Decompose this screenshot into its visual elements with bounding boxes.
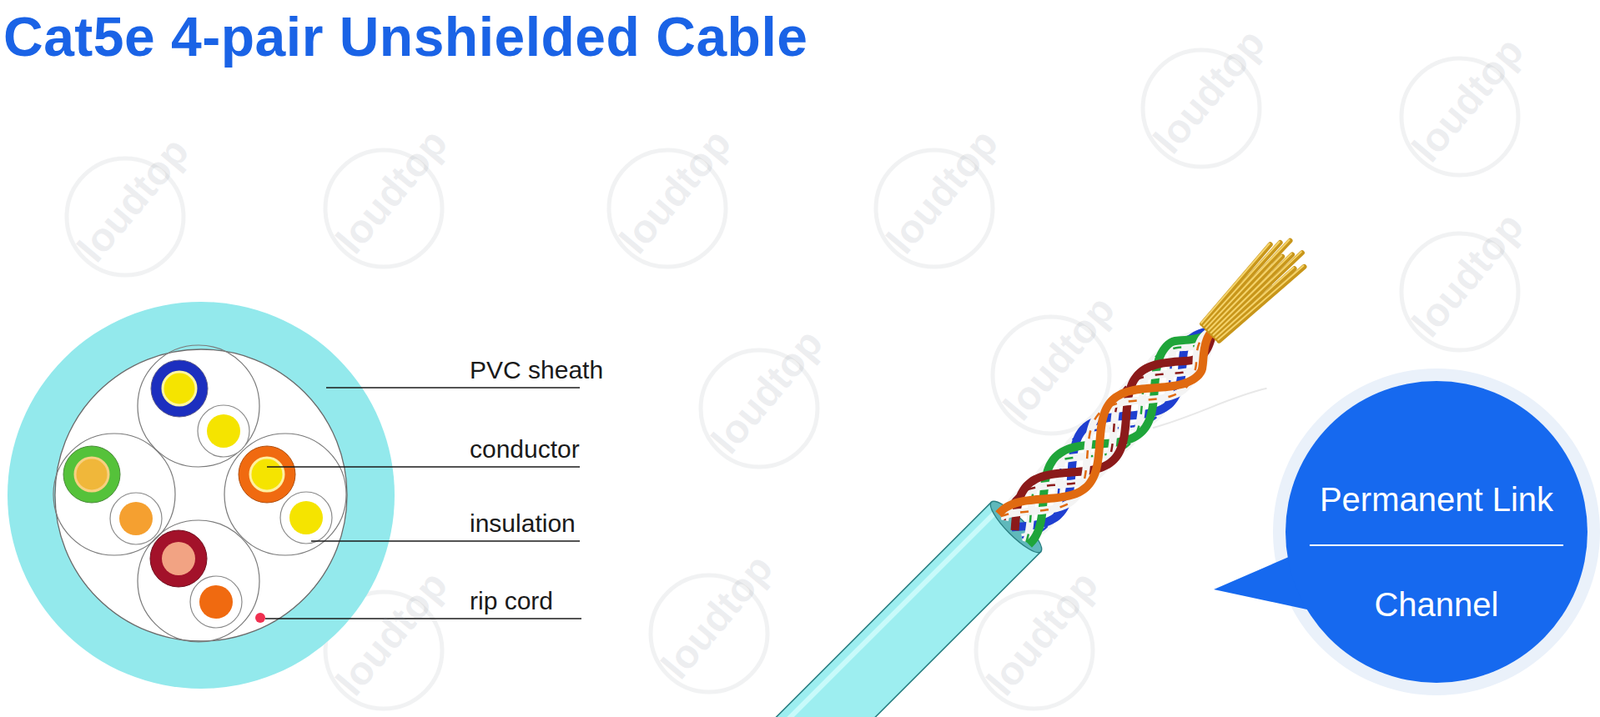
conductor-tips (1195, 231, 1310, 347)
conductor-core (161, 542, 196, 576)
conductor-core (199, 585, 233, 619)
conductor-tip-highlight (1213, 249, 1302, 338)
rip-cord (255, 613, 266, 624)
insulation-white (110, 493, 162, 545)
strand-colour (998, 316, 1228, 545)
strand-stripe (998, 316, 1228, 545)
part-label: insulation (469, 509, 576, 538)
part-label: rip cord (469, 587, 554, 615)
conductor-tip (1218, 261, 1304, 347)
leader-line (311, 540, 580, 543)
conductor-core (162, 372, 197, 406)
title: Cat5e 4-pair Unshielded Cable (3, 6, 808, 68)
callout-halo (1272, 368, 1600, 696)
leader-line (266, 466, 580, 468)
callout-shape (1285, 381, 1588, 684)
conductor-tip-highlight (1217, 260, 1304, 346)
watermark: loudtop (653, 547, 782, 689)
callout-divider (1309, 544, 1564, 547)
callout-circle: Permanent LinkChannel (1285, 381, 1588, 684)
conductor-core (206, 414, 241, 448)
insulation-orange (238, 446, 296, 504)
part-label: PVC sheath (469, 356, 604, 384)
watermark: loudtop (1403, 30, 1533, 172)
pair-outline (224, 433, 347, 556)
core-space (55, 349, 348, 642)
insulation-brown (150, 530, 207, 588)
callout-fill (1285, 381, 1588, 684)
strand-white (998, 316, 1228, 545)
insulation-blue (150, 360, 208, 418)
strand-white (998, 316, 1228, 545)
pvc-sheath (7, 301, 395, 690)
watermark: loudtop (327, 121, 457, 263)
strand-colour (998, 316, 1228, 545)
watermark: loudtop (703, 322, 832, 463)
conductor-core (75, 457, 109, 492)
conductor-tip-highlight (1211, 252, 1292, 333)
watermark: loudtop (611, 121, 740, 263)
watermark: loudtop (1403, 205, 1533, 347)
cable-cross-section (7, 301, 395, 690)
conductor-core (250, 457, 284, 492)
conductor-tip (1212, 254, 1293, 335)
leader-line (326, 387, 580, 389)
pair-outline (137, 345, 260, 468)
strand-white (998, 316, 1228, 545)
insulation-white (197, 405, 250, 458)
callout-text: Channel (1285, 586, 1588, 624)
twisted-pairs (998, 316, 1228, 545)
callout-text: Permanent Link (1285, 481, 1588, 519)
insulation-white (190, 576, 242, 629)
pair-outline (137, 520, 260, 643)
part-label: conductor (469, 435, 580, 463)
insulation-white (280, 492, 333, 544)
strand-colour (998, 316, 1228, 545)
conductor-core (289, 501, 323, 535)
conductor-core (119, 502, 153, 536)
watermark: loudtop (878, 121, 1007, 263)
strand-stripe (998, 316, 1228, 545)
strand-colour (998, 316, 1228, 545)
cable-view (684, 221, 1353, 717)
watermark: loudtop (69, 130, 198, 272)
watermark: loudtop (1145, 21, 1274, 163)
strand-white (998, 316, 1228, 545)
rip-cord-thread (1152, 351, 1267, 465)
insulation-green (63, 446, 121, 504)
conductor-tip-highlight (1215, 263, 1294, 342)
strand-stripe (998, 316, 1228, 545)
strand-stripe (998, 316, 1228, 545)
